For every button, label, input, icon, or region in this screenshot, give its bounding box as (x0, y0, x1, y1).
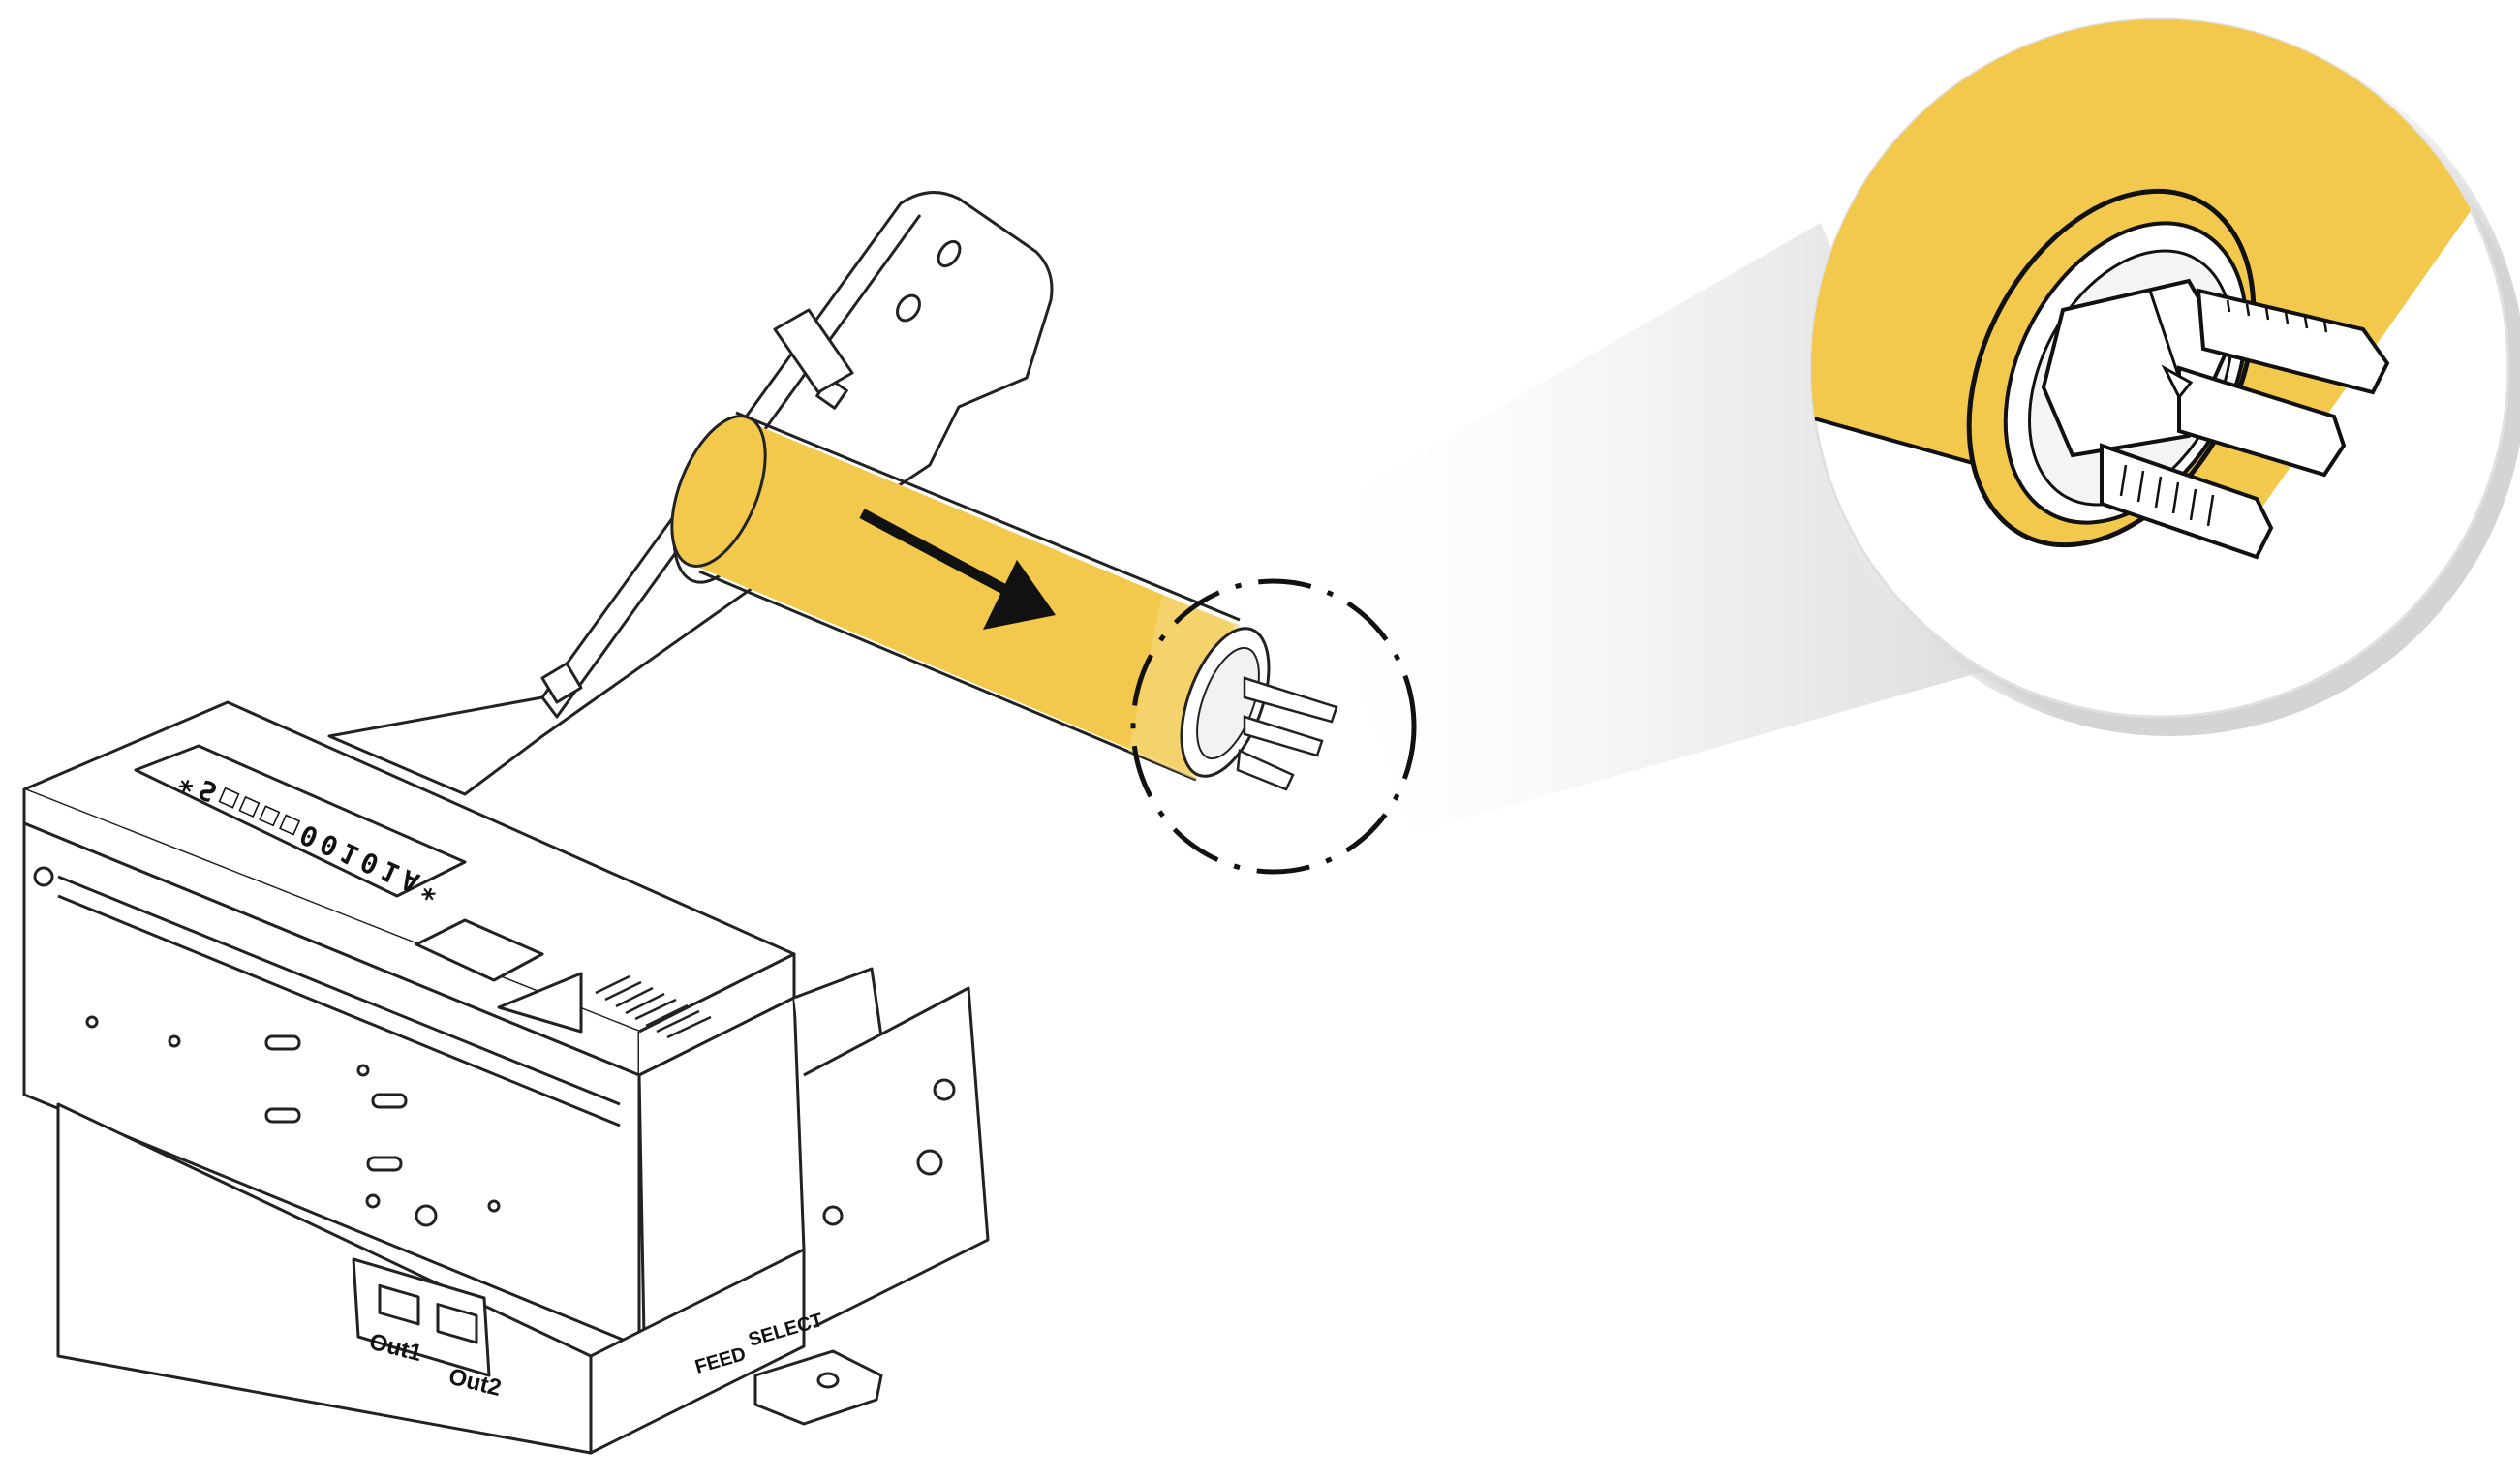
triangle-warning-icon (497, 972, 583, 1034)
printer-body (22, 700, 990, 1455)
detail-indicator-circle (1130, 578, 1417, 875)
platen-roller (670, 411, 1338, 791)
arrow-right-down-icon (859, 509, 1056, 630)
